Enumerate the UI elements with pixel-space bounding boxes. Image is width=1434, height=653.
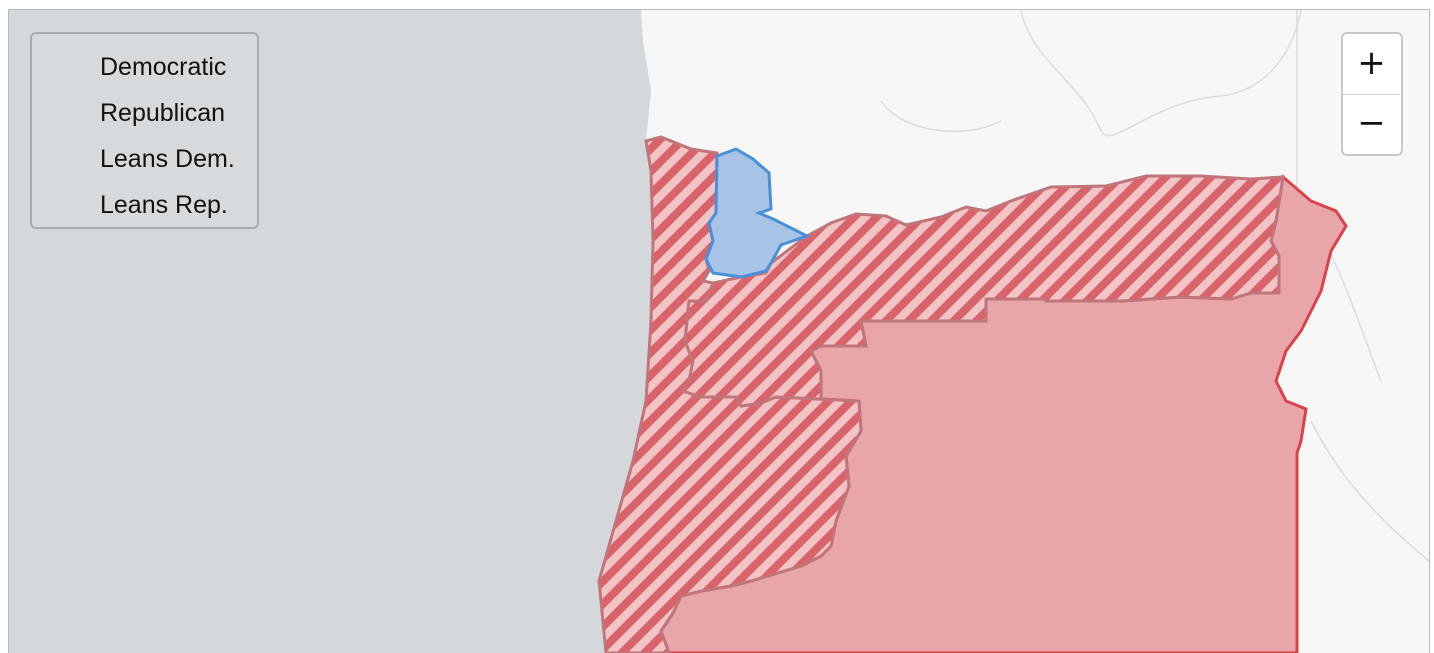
- leans-rep-district-coast[interactable]: [597, 135, 863, 653]
- zoom-in-button[interactable]: +: [1343, 34, 1400, 95]
- map-container[interactable]: Democratic Republican Leans Dem. Leans R…: [8, 9, 1430, 653]
- zoom-control: + −: [1341, 32, 1403, 156]
- legend-item-republican: Republican: [100, 99, 226, 127]
- terrain-lines: [880, 10, 1429, 562]
- zoom-out-button[interactable]: −: [1357, 103, 1386, 143]
- leans-rep-district-north[interactable]: [680, 174, 1285, 408]
- map-legend: Democratic Republican Leans Dem. Leans R…: [30, 32, 259, 229]
- legend-item-democratic: Democratic: [100, 53, 227, 81]
- map-canvas[interactable]: [9, 10, 1429, 653]
- legend-item-leans-dem: Leans Dem.: [100, 145, 235, 173]
- legend-item-leans-rep: Leans Rep.: [100, 191, 228, 219]
- democratic-district[interactable]: [704, 147, 811, 279]
